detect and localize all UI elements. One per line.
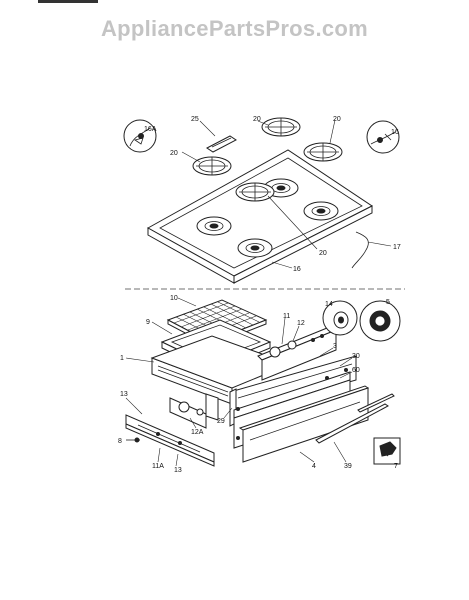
- leader-line: [281, 317, 286, 345]
- leader-line: [271, 261, 293, 269]
- callout-20: 20: [333, 116, 341, 123]
- grate: [303, 142, 343, 162]
- panel-screws: [236, 368, 348, 440]
- callout-5: 5: [386, 299, 390, 306]
- detail-16A-inset: [123, 119, 157, 153]
- callout-1: 1: [120, 355, 124, 362]
- leader-line: [175, 453, 179, 467]
- grate: [235, 182, 275, 202]
- leader-line: [329, 119, 336, 144]
- callout-29: 29: [217, 418, 225, 425]
- callout-10: 10: [170, 295, 178, 302]
- detail-5-inset: [359, 300, 401, 342]
- detail-14-inset: [322, 300, 358, 336]
- callout-12: 12: [297, 320, 305, 327]
- burner-bowl: [303, 201, 339, 221]
- leader-line: [339, 371, 353, 379]
- leader-line: [367, 241, 392, 247]
- leader-line: [339, 357, 353, 367]
- burner-bowl: [196, 216, 232, 236]
- callout-8: 8: [118, 438, 122, 445]
- leader-line: [199, 120, 216, 137]
- leader-line: [181, 151, 201, 163]
- drawer-side-bracket: [169, 393, 219, 429]
- leader-line: [177, 297, 197, 307]
- drawer-slide-rail: [125, 414, 215, 467]
- detail-7-inset: [373, 437, 401, 465]
- callout-7: 7: [394, 463, 398, 470]
- part-25-bracket: [206, 135, 237, 153]
- watermark: AppliancePartsPros.com: [100, 16, 369, 41]
- leader-line: [299, 451, 315, 463]
- drawer-front-panel: [233, 371, 370, 463]
- leader-line: [125, 397, 143, 415]
- part-8-screw: [126, 437, 140, 443]
- callout-13: 13: [120, 391, 128, 398]
- callout-20: 20: [253, 116, 261, 123]
- callout-11: 11: [283, 313, 290, 320]
- callout-14: 14: [325, 301, 333, 308]
- leader-line: [292, 325, 300, 342]
- cooktop-inner-lip: [159, 157, 363, 269]
- callout-30: 30: [352, 353, 360, 360]
- callout-60: 60: [352, 367, 360, 374]
- leader-line: [189, 417, 197, 429]
- callout-4: 4: [312, 463, 316, 470]
- leader-line: [333, 441, 347, 463]
- leader-line: [257, 120, 269, 126]
- leader-line: [223, 407, 233, 419]
- grate: [192, 156, 232, 176]
- leader-line: [151, 321, 173, 335]
- cooktop-right-edge: [233, 205, 373, 284]
- callout-20: 20: [170, 150, 178, 157]
- part-39-rod: [315, 403, 389, 444]
- callout-11A: 11A: [152, 463, 164, 470]
- leader-line: [267, 195, 318, 250]
- callout-39: 39: [344, 463, 352, 470]
- cooktop-assembly: [146, 149, 373, 284]
- callout-3: 3: [333, 343, 337, 350]
- callout-16A: 16A: [144, 126, 157, 133]
- part-17-wire: [351, 231, 369, 269]
- callout-9: 9: [146, 319, 150, 326]
- callout-13: 13: [174, 467, 182, 474]
- callout-12A: 12A: [191, 429, 204, 436]
- callout-16: 16: [391, 129, 399, 136]
- callout-16: 16: [293, 266, 301, 273]
- header-rule: [38, 0, 98, 3]
- part-39-rod-upper: [357, 393, 395, 413]
- grate: [261, 117, 301, 137]
- burner-bowl: [237, 238, 273, 258]
- leader-line: [157, 447, 161, 463]
- leader-line: [319, 347, 334, 357]
- callout-17: 17: [393, 244, 401, 251]
- callout-20: 20: [319, 250, 327, 257]
- detail-16-inset: [366, 120, 400, 154]
- callout-25: 25: [191, 116, 199, 123]
- leader-line: [125, 357, 155, 363]
